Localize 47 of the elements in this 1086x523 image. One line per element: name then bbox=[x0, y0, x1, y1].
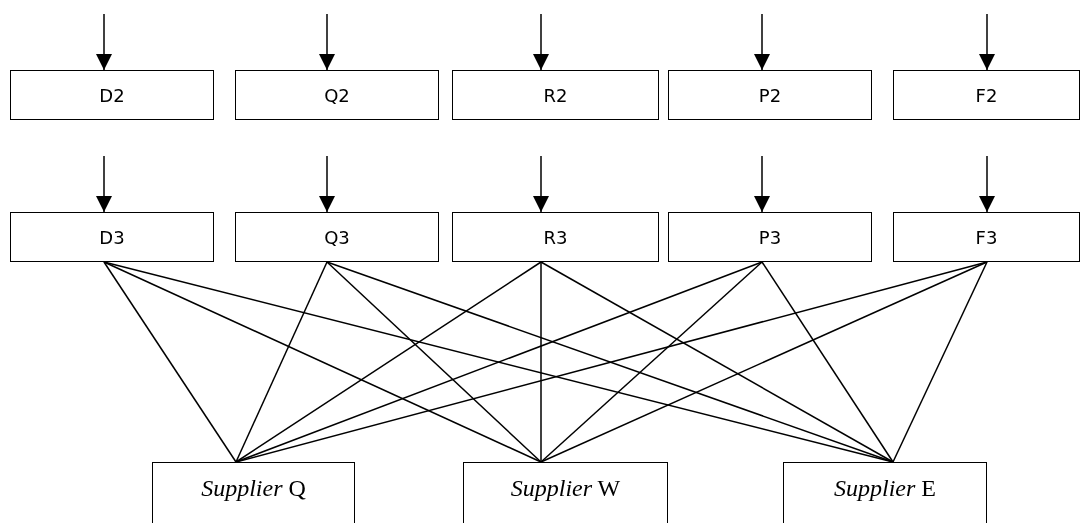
connector-line bbox=[540, 261, 542, 463]
connector-line bbox=[761, 261, 894, 463]
connector-line bbox=[326, 261, 542, 463]
box-label: F3 bbox=[975, 226, 998, 248]
arrow bbox=[96, 13, 112, 71]
connector-line bbox=[103, 261, 542, 463]
box-label: Q3 bbox=[324, 226, 350, 248]
arrow bbox=[533, 13, 549, 71]
box-label: D3 bbox=[99, 226, 125, 248]
process-box bbox=[10, 70, 214, 120]
box-label: P3 bbox=[758, 226, 782, 248]
connector-line bbox=[892, 261, 988, 463]
connector-line bbox=[540, 261, 763, 463]
box-label: D2 bbox=[99, 84, 125, 106]
arrow bbox=[319, 13, 335, 71]
process-box bbox=[668, 70, 872, 120]
connector-line bbox=[540, 261, 988, 463]
arrow bbox=[96, 155, 112, 213]
connector-line bbox=[103, 261, 237, 463]
arrow bbox=[319, 155, 335, 213]
arrow bbox=[979, 155, 995, 213]
process-box bbox=[783, 462, 987, 523]
process-box bbox=[152, 462, 355, 523]
arrow bbox=[979, 13, 995, 71]
process-box bbox=[235, 212, 439, 262]
process-box bbox=[452, 212, 659, 262]
connector-line bbox=[235, 261, 328, 463]
box-label: Q2 bbox=[324, 84, 350, 106]
process-box bbox=[452, 70, 659, 120]
box-label: Supplier W bbox=[510, 475, 621, 502]
process-box bbox=[893, 212, 1080, 262]
process-box bbox=[235, 70, 439, 120]
process-box bbox=[668, 212, 872, 262]
process-box bbox=[463, 462, 668, 523]
box-label: F2 bbox=[975, 84, 998, 106]
connector-line bbox=[540, 261, 894, 463]
process-box bbox=[10, 212, 214, 262]
box-label: Supplier E bbox=[834, 475, 936, 502]
box-label: R2 bbox=[543, 84, 568, 106]
box-label: P2 bbox=[758, 84, 782, 106]
arrow bbox=[754, 13, 770, 71]
process-box bbox=[893, 70, 1080, 120]
box-label: R3 bbox=[543, 226, 568, 248]
connector-line bbox=[235, 261, 542, 463]
box-label: Supplier Q bbox=[201, 475, 306, 502]
arrow bbox=[533, 155, 549, 213]
arrow bbox=[754, 155, 770, 213]
